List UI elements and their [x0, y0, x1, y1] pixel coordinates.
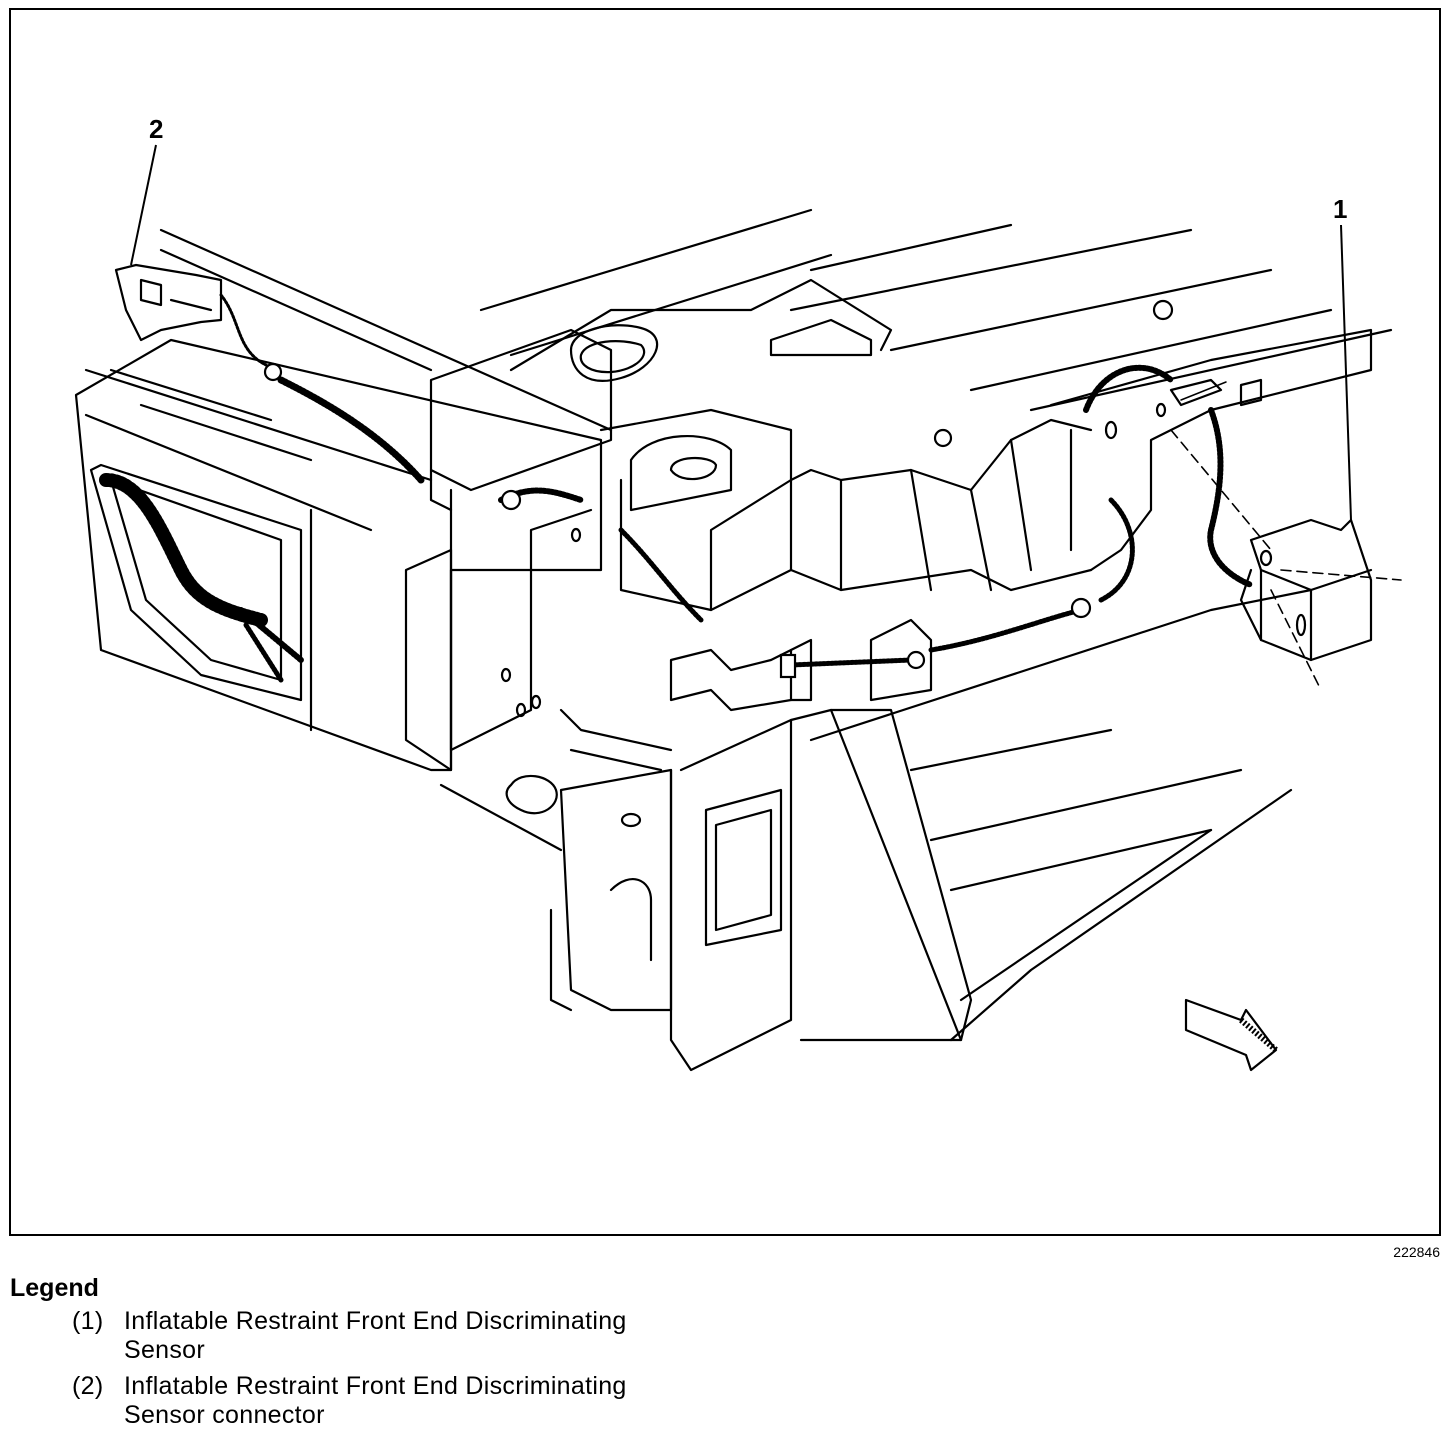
- upper-rails: [159, 208, 1393, 432]
- left-upper-rail: [404, 328, 613, 772]
- mid-bracket: [559, 618, 933, 772]
- legend-item-number: (1): [72, 1307, 104, 1335]
- legend-item-1: (1) Inflatable Restraint Front End Discr…: [10, 1307, 694, 1365]
- callout-leaders: [130, 144, 1352, 521]
- legend-item-number: (2): [72, 1372, 104, 1400]
- figure-id: 222846: [1393, 1244, 1440, 1260]
- legend-item-2: (2) Inflatable Restraint Front End Discr…: [10, 1372, 694, 1430]
- wiring-harness: [99, 293, 1254, 683]
- legend-title: Legend: [10, 1274, 99, 1302]
- lower-center-bracket: [439, 588, 1313, 1072]
- discriminating-sensor: [1170, 429, 1402, 691]
- legend-item-text: Inflatable Restraint Front End Discrimin…: [124, 1307, 627, 1364]
- forward-arrow-icon: [1184, 998, 1278, 1072]
- figure-frame: 2 1: [9, 8, 1441, 1236]
- center-top-structure: [509, 278, 1093, 612]
- front-end-illustration: 2 1: [74, 114, 1402, 1072]
- sensor-connector: [114, 263, 223, 342]
- callout-1: 1: [1333, 194, 1347, 224]
- legend: Legend (1) Inflatable Restraint Front En…: [10, 1274, 730, 1437]
- legend-item-text: Inflatable Restraint Front End Discrimin…: [124, 1372, 627, 1429]
- fasteners: [263, 362, 1092, 679]
- right-upper-bracket: [933, 299, 1373, 572]
- callout-2: 2: [149, 114, 163, 144]
